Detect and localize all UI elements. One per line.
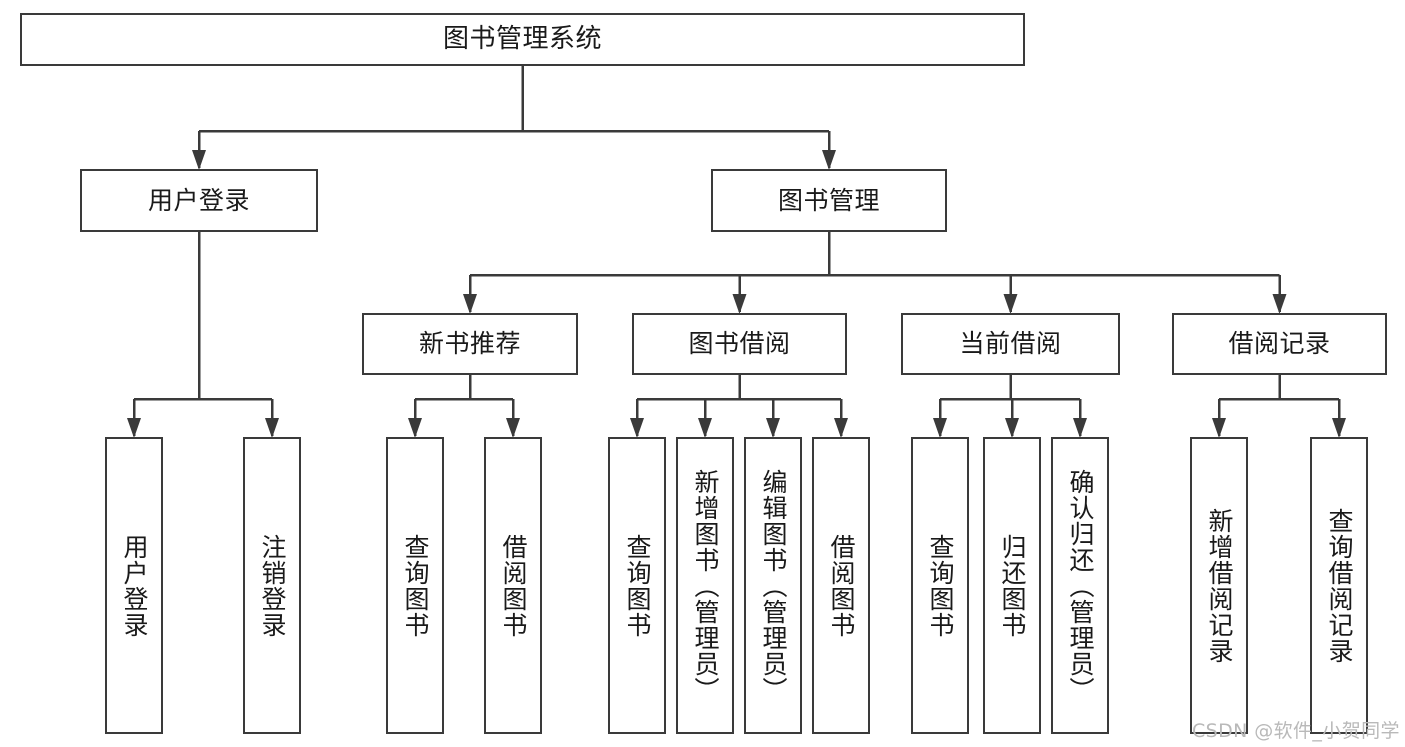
node-leaf-12[interactable]: 新增借阅记录 bbox=[1190, 437, 1248, 734]
node-root[interactable]: 图书管理系统 bbox=[20, 13, 1025, 66]
node-leaf-11[interactable]: 确认归还（管理员） bbox=[1051, 437, 1109, 734]
node-label: 新增借阅记录 bbox=[1205, 507, 1234, 664]
node-label: 借阅图书 bbox=[499, 533, 528, 638]
node-l2-book[interactable]: 图书管理 bbox=[711, 169, 947, 232]
node-leaf-4[interactable]: 借阅图书 bbox=[484, 437, 542, 734]
node-l3-current[interactable]: 当前借阅 bbox=[901, 313, 1120, 375]
node-label: 查询图书 bbox=[623, 533, 652, 638]
node-leaf-3[interactable]: 查询图书 bbox=[386, 437, 444, 734]
node-label: 图书借阅 bbox=[688, 329, 791, 359]
node-leaf-1[interactable]: 用户登录 bbox=[105, 437, 163, 734]
node-leaf-5[interactable]: 查询图书 bbox=[608, 437, 666, 734]
node-label: 借阅记录 bbox=[1228, 329, 1331, 359]
node-l3-borrow[interactable]: 图书借阅 bbox=[632, 313, 847, 375]
node-label: 查询借阅记录 bbox=[1325, 507, 1354, 664]
node-label: 查询图书 bbox=[401, 533, 430, 638]
node-label: 新书推荐 bbox=[418, 329, 521, 359]
node-l3-record[interactable]: 借阅记录 bbox=[1172, 313, 1387, 375]
node-label: 查询图书 bbox=[926, 533, 955, 638]
node-label: 图书管理 bbox=[777, 185, 880, 215]
node-leaf-6[interactable]: 新增图书（管理员） bbox=[676, 437, 734, 734]
node-label: 归还图书 bbox=[998, 533, 1027, 638]
node-label: 编辑图书（管理员） bbox=[759, 468, 788, 703]
node-label: 确认归还（管理员） bbox=[1066, 468, 1095, 703]
node-leaf-9[interactable]: 查询图书 bbox=[911, 437, 969, 734]
node-l2-login[interactable]: 用户登录 bbox=[80, 169, 318, 232]
node-leaf-10[interactable]: 归还图书 bbox=[983, 437, 1041, 734]
node-leaf-8[interactable]: 借阅图书 bbox=[812, 437, 870, 734]
node-label: 借阅图书 bbox=[827, 533, 856, 638]
node-label: 新增图书（管理员） bbox=[691, 468, 720, 703]
node-label: 用户登录 bbox=[147, 185, 250, 215]
node-leaf-13[interactable]: 查询借阅记录 bbox=[1310, 437, 1368, 734]
node-label: 用户登录 bbox=[120, 533, 149, 638]
node-label: 当前借阅 bbox=[959, 329, 1062, 359]
node-leaf-2[interactable]: 注销登录 bbox=[243, 437, 301, 734]
node-label: 注销登录 bbox=[258, 533, 287, 638]
node-leaf-7[interactable]: 编辑图书（管理员） bbox=[744, 437, 802, 734]
node-label: 图书管理系统 bbox=[442, 24, 602, 55]
node-l3-newbook[interactable]: 新书推荐 bbox=[362, 313, 578, 375]
